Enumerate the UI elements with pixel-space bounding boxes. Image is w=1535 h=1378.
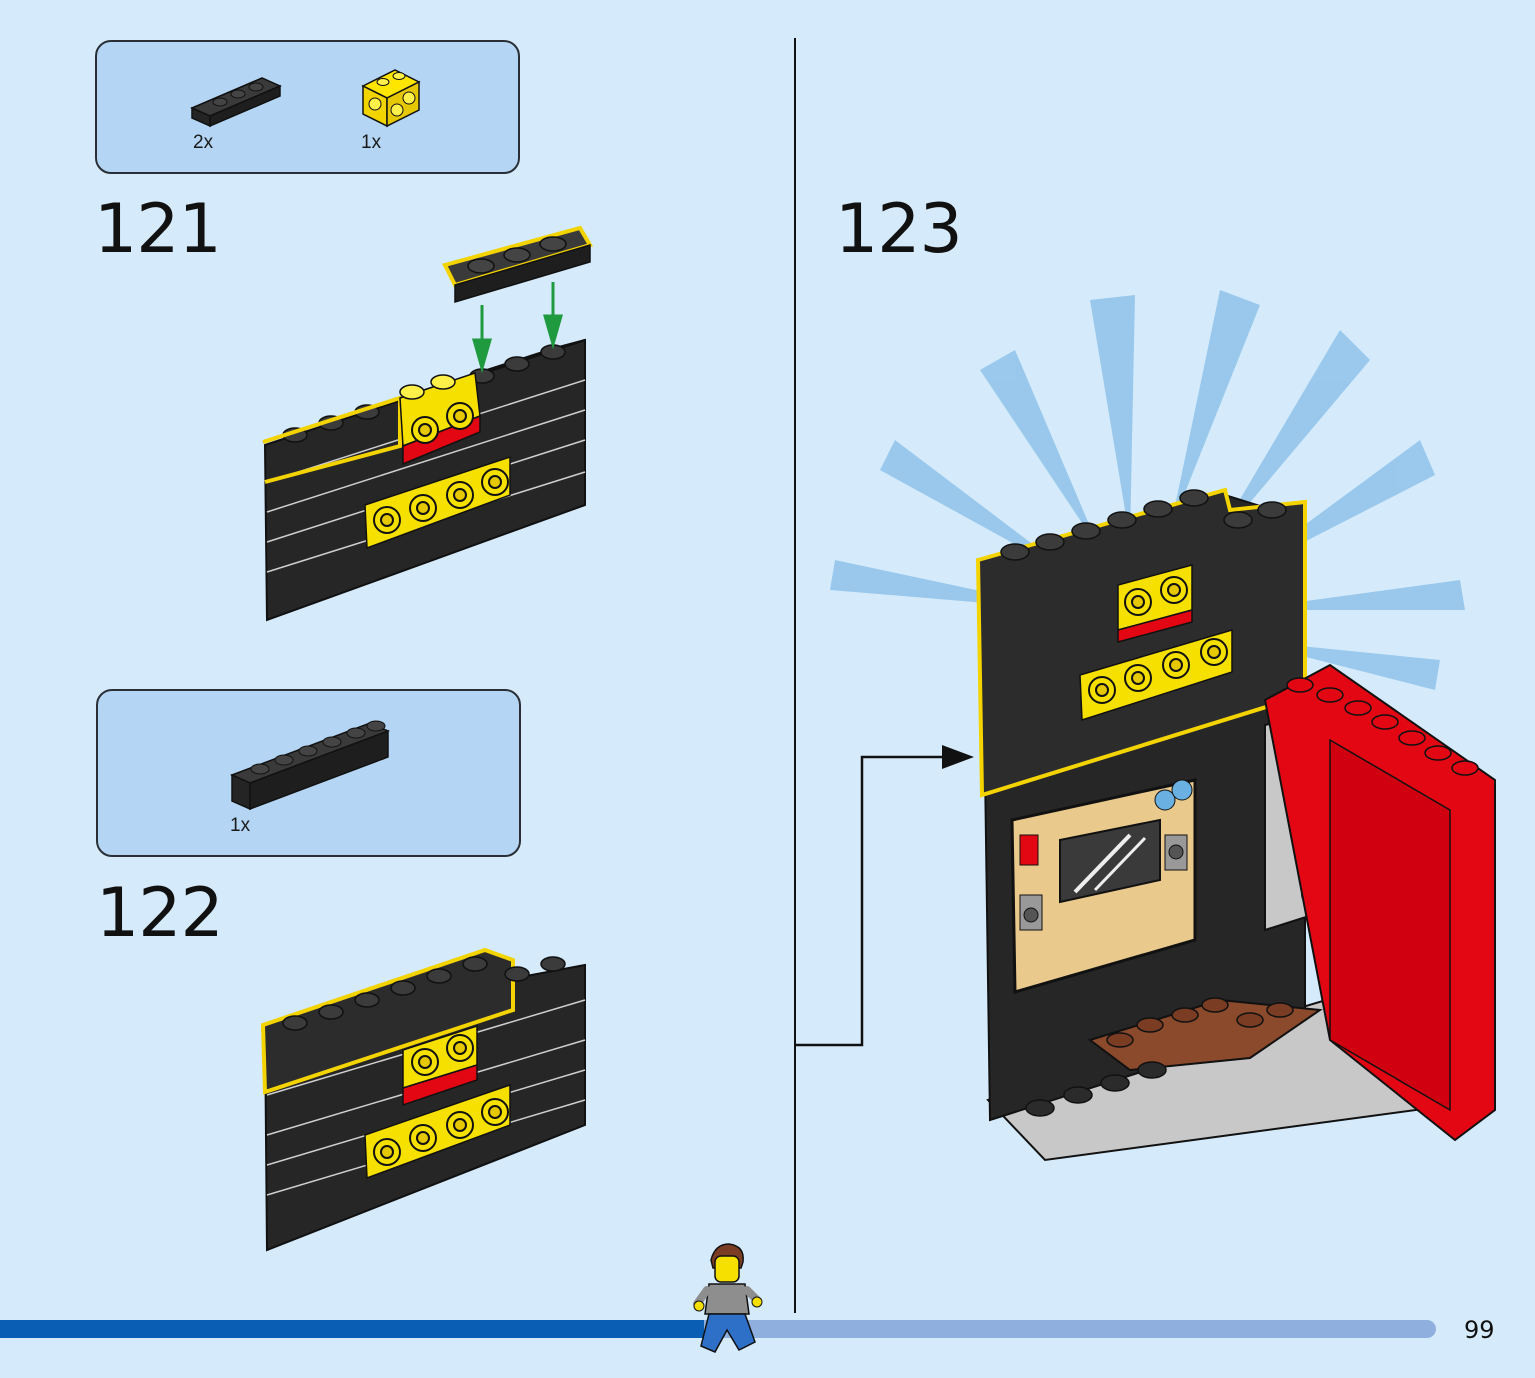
step-121-build-illustration <box>262 225 594 622</box>
step-number: 121 <box>94 190 222 269</box>
yellow-brick-with-studs-icon <box>361 69 421 128</box>
step-122-build-illustration <box>260 947 586 1252</box>
part-quantity: 1x <box>361 132 382 153</box>
step-123-build-illustration <box>830 290 1496 1162</box>
part-quantity: 1x <box>230 815 251 836</box>
step-number: 122 <box>96 874 224 953</box>
page-number: 99 <box>1464 1316 1495 1344</box>
black-brick-1x6-icon <box>230 720 390 811</box>
black-plate-1x3-icon <box>190 77 282 128</box>
highlight-burst-icon <box>830 290 1465 690</box>
minifigure-runner-icon <box>693 1243 763 1353</box>
build-progress-fill <box>0 1320 704 1338</box>
callout-arrow <box>794 745 974 1047</box>
parts-list-step-122: 1x <box>96 689 521 857</box>
part-quantity: 2x <box>193 132 214 153</box>
column-divider <box>794 38 796 1313</box>
parts-list-step-121: 2x 1x <box>95 40 520 174</box>
step-number: 123 <box>835 190 963 269</box>
